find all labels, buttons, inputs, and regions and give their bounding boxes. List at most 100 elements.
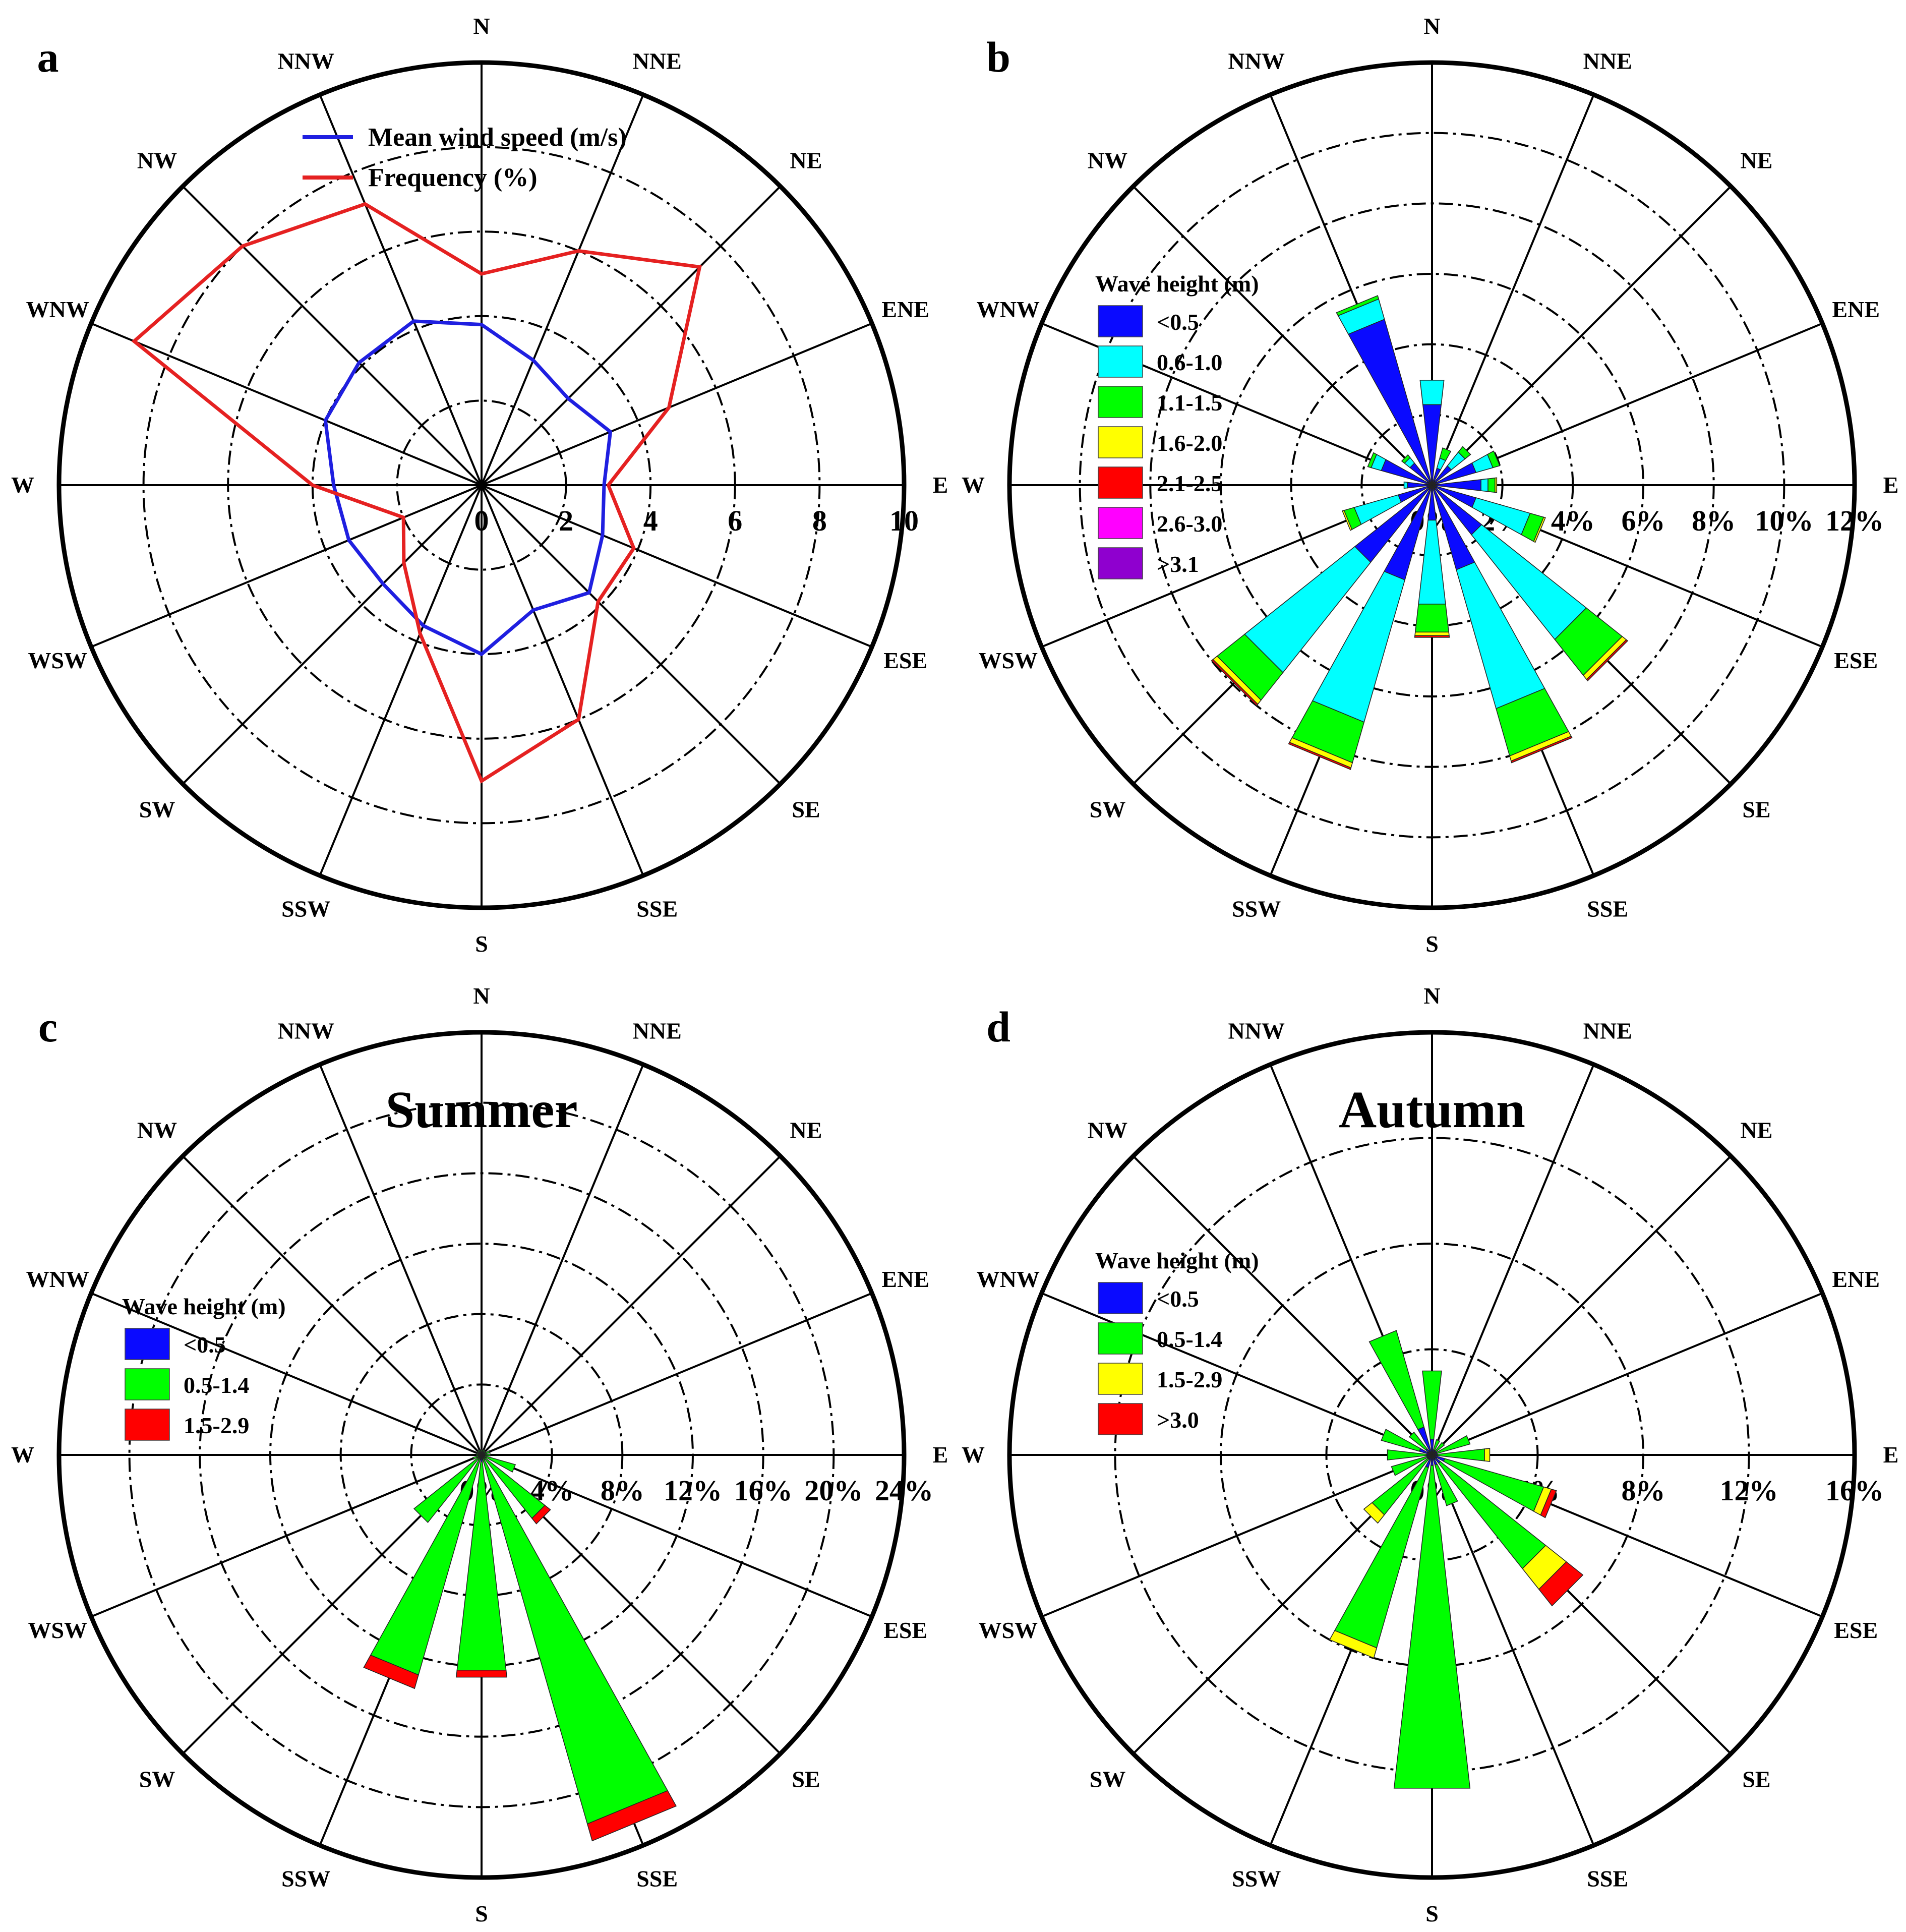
spoke-line <box>481 485 644 876</box>
direction-label-e: E <box>933 1442 948 1468</box>
radial-tick-label: 6 <box>728 504 742 537</box>
wedge-nnw-1 <box>478 1449 482 1455</box>
legend-label: 1.5-2.9 <box>184 1413 249 1438</box>
legend-label: 0.6-1.0 <box>1157 349 1222 375</box>
wedge-ne-2 <box>1458 446 1471 459</box>
wedge-ese-3 <box>1533 516 1546 543</box>
wedge-nnw-1 <box>1368 1330 1425 1430</box>
direction-label-wsw: WSW <box>28 1617 87 1643</box>
wedge-n-1 <box>1422 1370 1442 1440</box>
spoke-line <box>182 186 483 486</box>
spoke-line <box>1133 1155 1433 1456</box>
spoke-line <box>319 94 483 486</box>
radial-tick-label: 24% <box>875 1474 933 1507</box>
direction-label-nnw: NNW <box>278 48 334 74</box>
outer-circle <box>1007 1030 1857 1880</box>
wedge-nne-1 <box>1433 1439 1441 1451</box>
direction-label-ene: ENE <box>881 1266 929 1292</box>
direction-label-ne: NE <box>1741 1118 1773 1143</box>
direction-label-sw: SW <box>1090 1766 1126 1792</box>
legend-label: >3.1 <box>1157 551 1199 577</box>
direction-label-sw: SW <box>1090 796 1126 822</box>
spoke-line <box>481 1292 872 1456</box>
legend-swatch <box>1098 426 1143 458</box>
direction-label-s: S <box>475 931 488 957</box>
direction-label-ese: ESE <box>1834 648 1878 673</box>
direction-label-e: E <box>1883 472 1899 498</box>
wedge-wsw-1 <box>472 1454 482 1460</box>
wedge-wsw-1 <box>1391 1455 1428 1476</box>
wedge-nw-1 <box>1408 1431 1428 1451</box>
direction-label-ne: NE <box>790 1118 822 1143</box>
direction-label-nnw: NNW <box>1228 1018 1285 1043</box>
wedge-sw-2 <box>1363 1502 1385 1524</box>
legend-swatch <box>1098 345 1143 378</box>
radial-tick-label: 6% <box>1622 504 1665 537</box>
wedge-ene-2 <box>1486 450 1501 469</box>
direction-label-nw: NW <box>1088 148 1127 173</box>
direction-label-w: W <box>962 1442 985 1468</box>
spoke-line <box>1431 1155 1732 1456</box>
direction-label-sse: SSE <box>1587 896 1628 922</box>
chart-title: Summer <box>385 1081 577 1139</box>
wedge-e-3 <box>1495 477 1498 493</box>
wedge-ese-1 <box>481 1454 516 1473</box>
outer-circle <box>56 60 907 910</box>
direction-label-wnw: WNW <box>977 297 1040 322</box>
direction-label-ssw: SSW <box>281 1866 330 1892</box>
wedge-s-2 <box>455 1669 508 1678</box>
direction-label-nnw: NNW <box>278 1018 334 1043</box>
direction-label-ne: NE <box>1741 148 1773 173</box>
legend-swatch <box>1098 1403 1143 1435</box>
direction-label-nw: NW <box>137 1118 177 1143</box>
legend-label: 0.5-1.4 <box>184 1372 249 1398</box>
panel-letter: a <box>37 33 59 81</box>
direction-label-ese: ESE <box>883 1617 927 1643</box>
spoke-line <box>91 1454 482 1618</box>
direction-label-nne: NNE <box>633 1018 682 1043</box>
direction-label-wsw: WSW <box>978 648 1038 673</box>
wedge-n-1 <box>480 1449 483 1455</box>
legend-label: Mean wind speed (m/s) <box>368 123 627 152</box>
direction-label-wnw: WNW <box>26 1266 89 1292</box>
wedge-ene-1 <box>481 1450 491 1455</box>
direction-label-s: S <box>1425 1901 1439 1926</box>
spoke-line <box>1431 186 1732 486</box>
panel-letter: d <box>986 1003 1010 1051</box>
wedge-nnw-2 <box>1336 295 1380 317</box>
direction-label-n: N <box>473 13 490 39</box>
direction-label-ese: ESE <box>883 648 927 673</box>
direction-label-e: E <box>1883 1442 1899 1468</box>
wedge-se-2 <box>531 1504 551 1525</box>
wedge-sse-1 <box>1434 1463 1458 1506</box>
spoke-line <box>91 484 482 648</box>
spoke-line <box>1431 94 1595 486</box>
spoke-line <box>91 322 482 486</box>
wedge-e-1 <box>481 1453 491 1456</box>
spoke-line <box>481 186 781 486</box>
wedge-ene-1 <box>1436 1435 1471 1454</box>
spoke-line <box>1133 186 1433 486</box>
direction-label-ssw: SSW <box>281 896 330 922</box>
spoke-line <box>1431 1064 1595 1455</box>
wedge-sw-1 <box>413 1455 481 1524</box>
legend-label: Frequency (%) <box>368 163 538 192</box>
direction-label-n: N <box>1423 983 1440 1009</box>
wedge-e-2 <box>1487 477 1496 493</box>
wedge-sw-4 <box>1211 659 1259 707</box>
direction-label-ssw: SSW <box>1232 896 1281 922</box>
direction-label-w: W <box>962 472 985 498</box>
direction-label-nne: NNE <box>1583 48 1632 74</box>
outer-circle <box>1007 60 1857 910</box>
direction-label-ene: ENE <box>1832 297 1880 322</box>
wedge-wnw-2 <box>1367 452 1378 469</box>
spoke-line <box>1432 322 1823 486</box>
wedge-e-1 <box>1480 478 1488 492</box>
wedge-ne-1 <box>481 1450 487 1455</box>
spoke-line <box>481 1454 872 1618</box>
legend-swatch <box>125 1328 170 1360</box>
direction-label-wnw: WNW <box>26 297 89 322</box>
spoke-line <box>182 484 483 785</box>
